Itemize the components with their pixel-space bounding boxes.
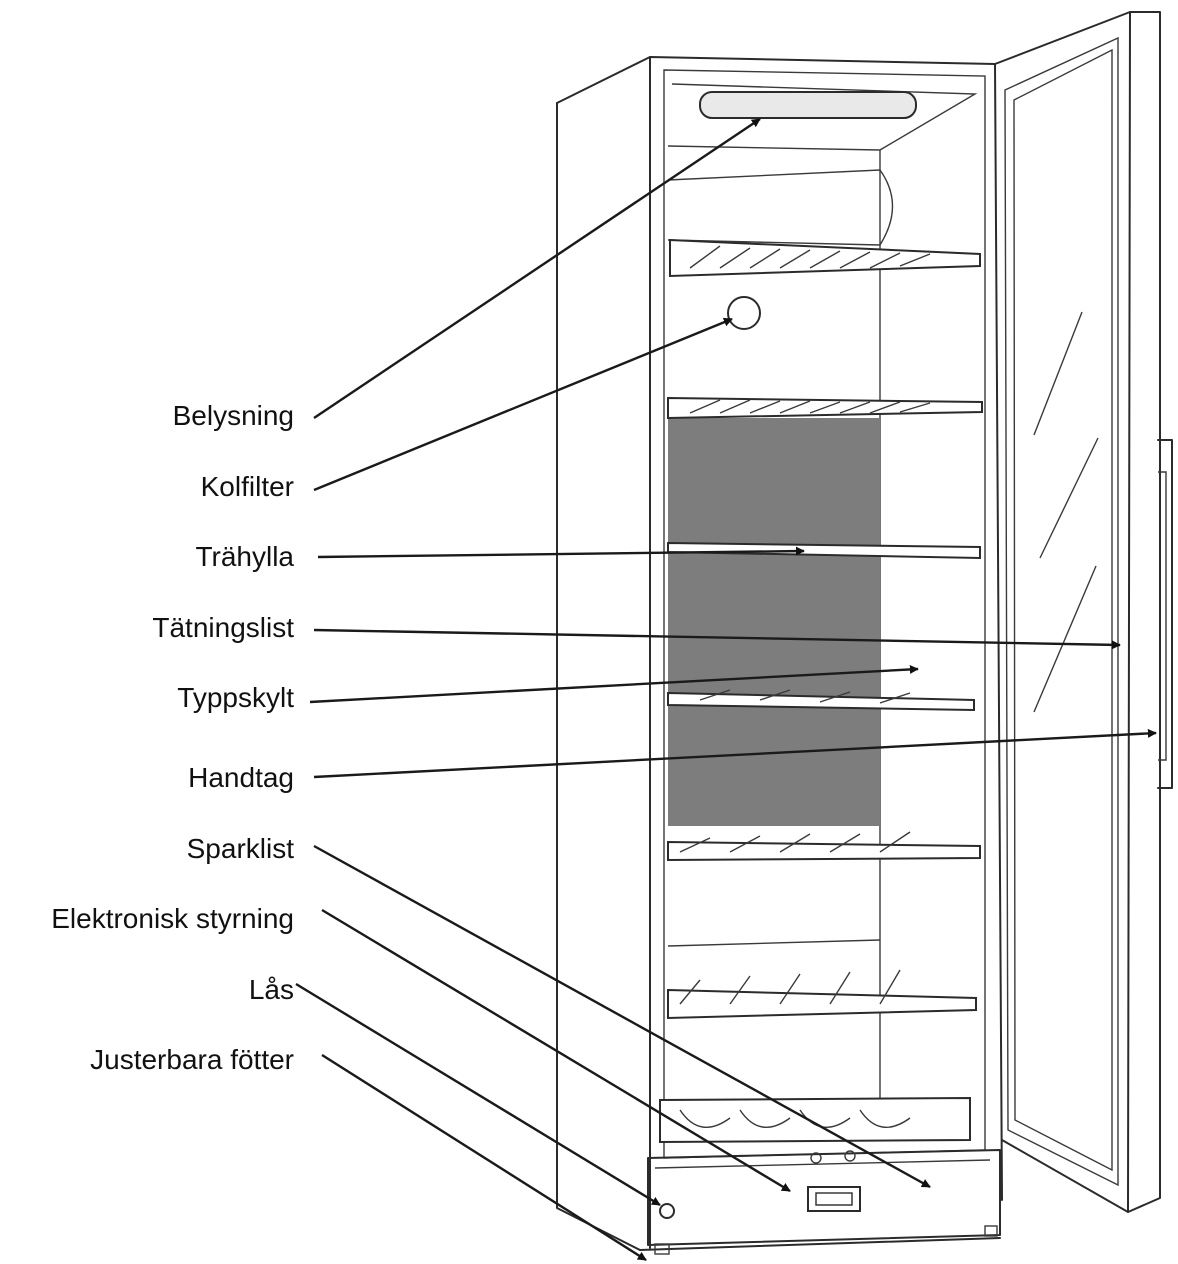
label-kolfilter: Kolfilter bbox=[200, 471, 294, 502]
carbon-filter bbox=[727, 296, 761, 330]
leader-las bbox=[295, 982, 661, 1207]
label-tatningslist: Tätningslist bbox=[152, 612, 294, 643]
leader-handtag bbox=[313, 728, 1157, 779]
label-las: Lås bbox=[248, 974, 294, 1005]
back-panel bbox=[668, 418, 880, 826]
label-justerbara-fotter: Justerbara fötter bbox=[90, 1044, 294, 1075]
shelves bbox=[659, 238, 983, 1144]
leader-justerbara-fotter bbox=[321, 1053, 647, 1262]
leader-trahylla bbox=[317, 546, 805, 559]
door bbox=[994, 11, 1173, 1213]
leader-typpskylt bbox=[309, 664, 919, 704]
interior-light bbox=[699, 91, 917, 119]
label-trahylla: Trähylla bbox=[195, 541, 294, 572]
leader-sparklist bbox=[313, 844, 931, 1189]
leader-lines bbox=[295, 118, 1157, 1262]
label-handtag: Handtag bbox=[188, 762, 294, 793]
leader-kolfilter bbox=[313, 317, 733, 492]
leader-belysning bbox=[313, 118, 761, 419]
lock bbox=[659, 1203, 675, 1219]
fan-cover bbox=[667, 169, 894, 246]
label-belysning: Belysning bbox=[172, 400, 294, 431]
leader-elektronisk-styrning bbox=[321, 908, 791, 1193]
base-unit bbox=[647, 1149, 1001, 1255]
label-typpskylt: Typpskylt bbox=[177, 682, 294, 713]
label-elektronisk-styrning: Elektronisk styrning bbox=[51, 903, 294, 934]
leader-tatningslist bbox=[313, 628, 1121, 650]
label-sparklist: Sparklist bbox=[186, 833, 294, 864]
